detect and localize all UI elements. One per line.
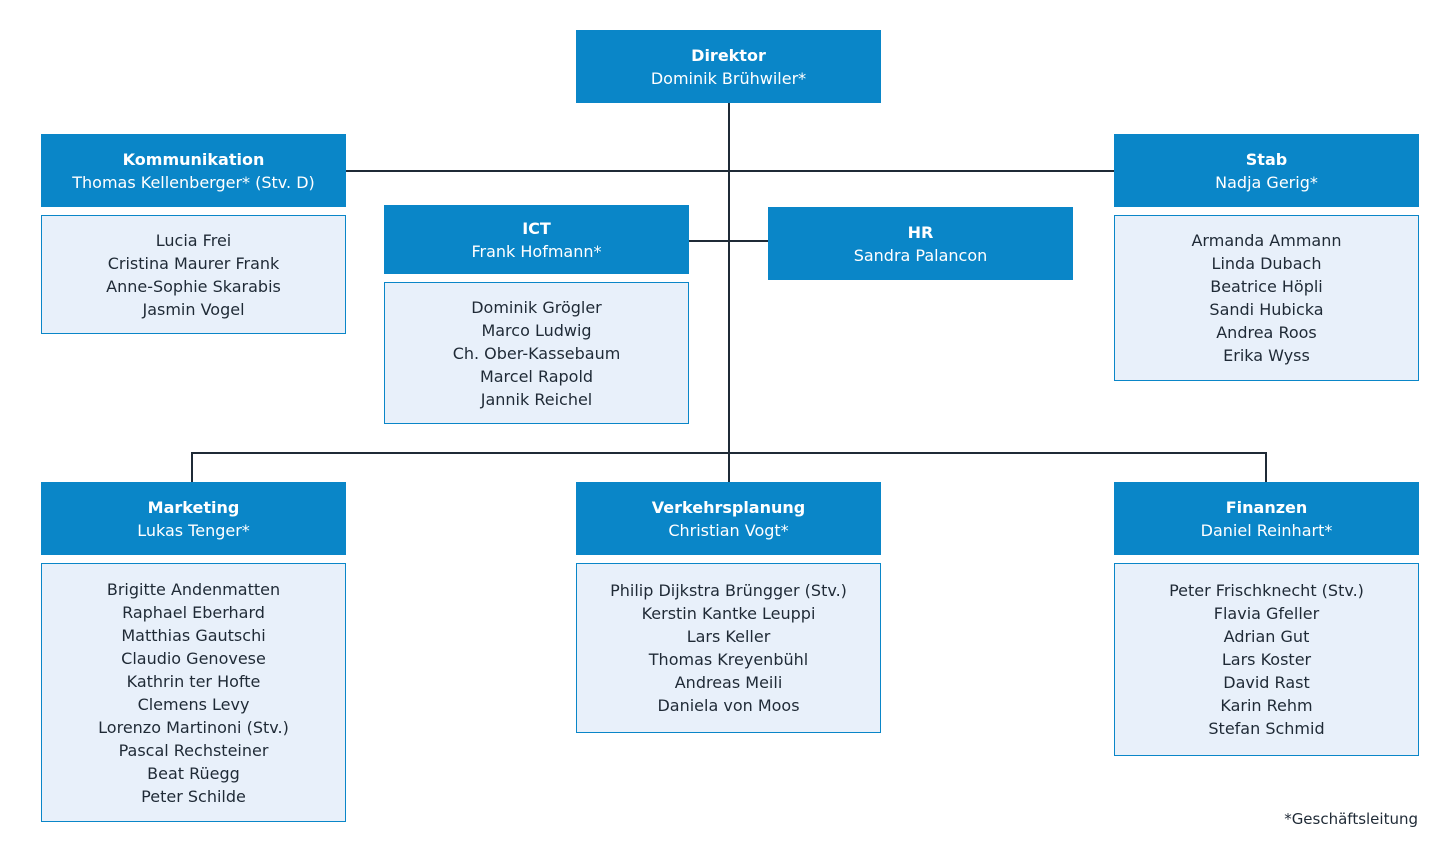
member: Beat Rüegg: [147, 763, 240, 783]
connector-staff-horizontal: [346, 170, 1114, 172]
member: Lorenzo Martinoni (Stv.): [98, 717, 289, 737]
member: Dominik Grögler: [471, 297, 602, 317]
member: Kerstin Kantke Leuppi: [641, 604, 816, 623]
member: Peter Schilde: [141, 786, 246, 806]
member: Erika Wyss: [1223, 346, 1310, 365]
kommunikation-members: Lucia Frei Cristina Maurer Frank Anne-So…: [41, 215, 346, 334]
verkehrsplanung-title: Verkehrsplanung: [651, 497, 806, 517]
stab-members: Armanda Ammann Linda Dubach Beatrice Höp…: [1114, 215, 1419, 381]
connector-finanzen-drop: [1265, 452, 1267, 483]
hr-header: HR Sandra Palancon: [768, 207, 1073, 280]
connector-director-trunk: [728, 103, 730, 483]
finanzen-title: Finanzen: [1225, 497, 1308, 517]
member: Raphael Eberhard: [122, 602, 265, 622]
finanzen-lead: Daniel Reinhart*: [1200, 520, 1333, 540]
member: Pascal Rechsteiner: [118, 740, 269, 760]
member: Andreas Meili: [674, 673, 783, 692]
member: Adrian Gut: [1223, 627, 1310, 646]
verkehrsplanung-lead: Christian Vogt*: [668, 520, 789, 540]
member: Brigitte Andenmatten: [106, 579, 281, 599]
member: Marcel Rapold: [479, 366, 594, 386]
kommunikation-lead: Thomas Kellenberger* (Stv. D): [72, 172, 315, 192]
finanzen-header: Finanzen Daniel Reinhart*: [1114, 482, 1419, 555]
member: Linda Dubach: [1211, 254, 1322, 273]
connector-ict-hr-horizontal: [689, 240, 768, 242]
member: Ch. Ober-Kassebaum: [452, 343, 621, 363]
connector-marketing-drop: [191, 452, 193, 483]
member: David Rast: [1223, 673, 1310, 692]
verkehrsplanung-header: Verkehrsplanung Christian Vogt*: [576, 482, 881, 555]
ict-title: ICT: [522, 218, 551, 238]
member: Peter Frischknecht (Stv.): [1169, 581, 1364, 600]
stab-title: Stab: [1245, 149, 1288, 169]
member: Matthias Gautschi: [121, 625, 266, 645]
member: Jasmin Vogel: [142, 299, 245, 319]
member: Jannik Reichel: [480, 389, 593, 409]
member: Philip Dijkstra Brüngger (Stv.): [610, 581, 847, 600]
member: Beatrice Höpli: [1210, 277, 1323, 296]
ict-members: Dominik Grögler Marco Ludwig Ch. Ober-Ka…: [384, 282, 689, 424]
marketing-lead: Lukas Tenger*: [137, 520, 250, 540]
director-name: Dominik Brühwiler*: [650, 68, 807, 88]
stab-header: Stab Nadja Gerig*: [1114, 134, 1419, 207]
member: Marco Ludwig: [481, 320, 592, 340]
member: Sandi Hubicka: [1209, 300, 1324, 319]
member: Stefan Schmid: [1208, 719, 1325, 738]
ict-lead: Frank Hofmann*: [471, 241, 602, 261]
member: Andrea Roos: [1216, 323, 1317, 342]
member: Cristina Maurer Frank: [107, 253, 280, 273]
marketing-title: Marketing: [147, 497, 240, 517]
member: Claudio Genovese: [121, 648, 266, 668]
member: Lars Keller: [686, 627, 771, 646]
hr-title: HR: [907, 222, 934, 242]
finanzen-members: Peter Frischknecht (Stv.) Flavia Gfeller…: [1114, 563, 1419, 756]
member: Kathrin ter Hofte: [126, 671, 261, 691]
footnote-geschaeftsleitung: *Geschäftsleitung: [1284, 810, 1418, 828]
verkehrsplanung-members: Philip Dijkstra Brüngger (Stv.) Kerstin …: [576, 563, 881, 733]
ict-header: ICT Frank Hofmann*: [384, 205, 689, 274]
director-title: Direktor: [691, 45, 766, 65]
member: Daniela von Moos: [657, 696, 800, 715]
kommunikation-title: Kommunikation: [122, 149, 265, 169]
member: Armanda Ammann: [1191, 231, 1342, 250]
member: Thomas Kreyenbühl: [648, 650, 809, 669]
member: Anne-Sophie Skarabis: [106, 276, 281, 296]
member: Lars Koster: [1221, 650, 1312, 669]
marketing-header: Marketing Lukas Tenger*: [41, 482, 346, 555]
hr-lead: Sandra Palancon: [853, 245, 988, 265]
director-box: Direktor Dominik Brühwiler*: [576, 30, 881, 103]
marketing-members: Brigitte Andenmatten Raphael Eberhard Ma…: [41, 563, 346, 822]
member: Flavia Gfeller: [1213, 604, 1320, 623]
stab-lead: Nadja Gerig*: [1215, 172, 1318, 192]
kommunikation-header: Kommunikation Thomas Kellenberger* (Stv.…: [41, 134, 346, 207]
connector-divisions-horizontal: [191, 452, 1267, 454]
member: Lucia Frei: [155, 230, 232, 250]
member: Clemens Levy: [137, 694, 250, 714]
member: Karin Rehm: [1220, 696, 1313, 715]
